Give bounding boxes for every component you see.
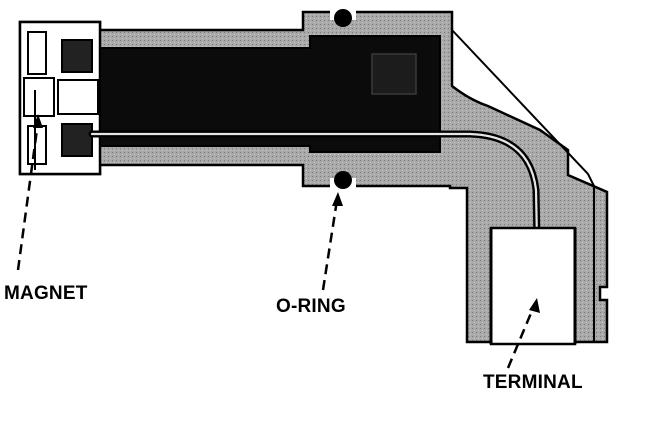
magnet-pieces [23,31,99,170]
o-ring-leader-line [321,199,339,291]
o-ring-leader-arrow [332,192,343,206]
terminal-wire-highlight [90,132,540,294]
o-ring-top [334,9,352,27]
core-slot [371,53,417,95]
inner-core [99,35,441,153]
terminal-leader-line [506,305,536,369]
magnet-label: MAGNET [4,283,88,304]
terminal-label: TERMINAL [483,372,583,393]
connector-outline [451,29,595,342]
magnet-leader-line [16,121,40,271]
o-ring-label: O-RING [276,296,346,317]
magnet-leader-arrow [33,114,43,128]
connector-socket [489,226,577,346]
o-ring-bottom [334,171,352,189]
terminal-leader-arrow [529,298,540,313]
